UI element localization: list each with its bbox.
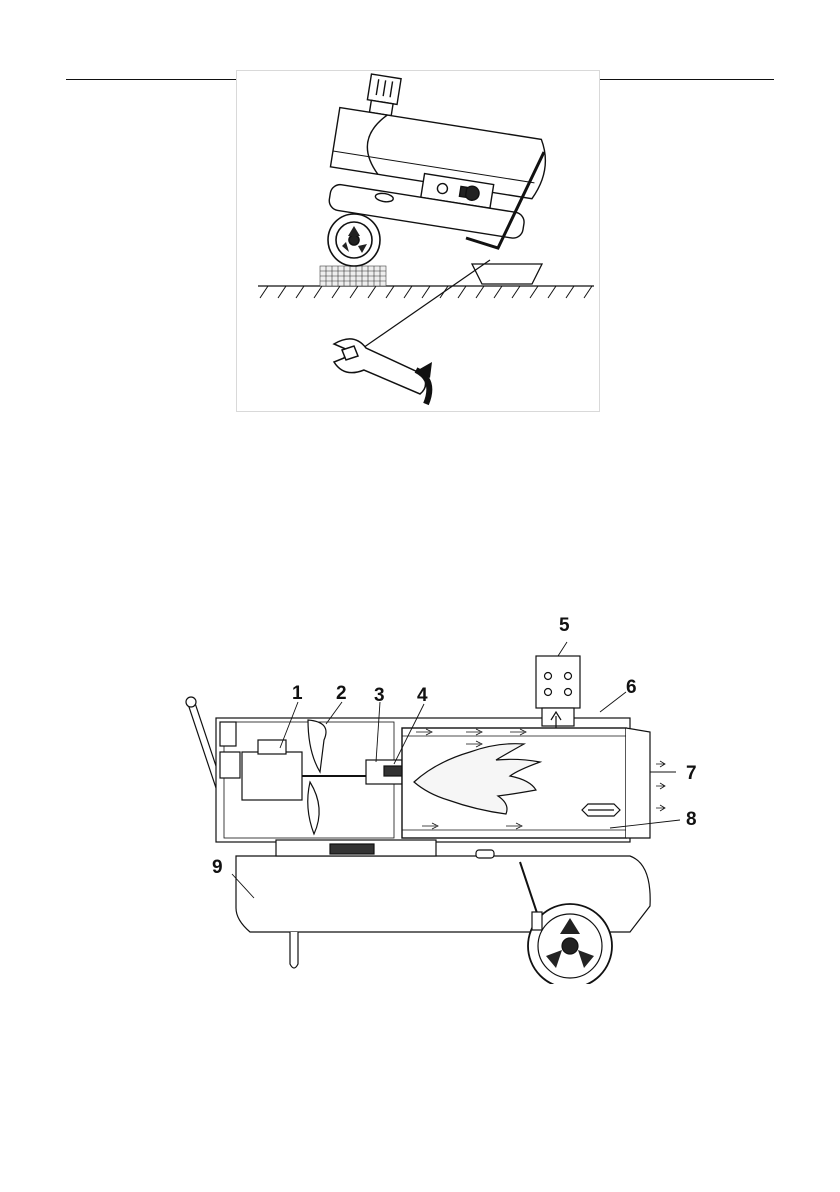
support-block [320,266,386,286]
front-leg [290,932,298,968]
heater-wheel [328,214,380,266]
fuel-cap [476,850,494,858]
figure-heater-cross-section [180,612,680,984]
callout-2: 2 [336,684,347,703]
drain-illustration [236,70,600,412]
figure-drain-procedure [236,70,600,412]
callout-4: 4 [417,686,428,705]
callout-7: 7 [686,764,697,783]
callout-9: 9 [212,858,223,877]
callout-8: 8 [686,810,697,829]
drain-pan [472,264,542,284]
heater-cross-section-drawing [180,612,680,984]
header-rule-right [598,79,774,80]
header-rule-left [66,79,238,80]
hot-air-outlet [626,728,650,838]
callout-3: 3 [374,686,385,705]
callout-1: 1 [292,684,303,703]
callout-5: 5 [559,616,570,635]
chimney [536,656,580,708]
motor [242,752,302,800]
callout-6: 6 [626,678,637,697]
